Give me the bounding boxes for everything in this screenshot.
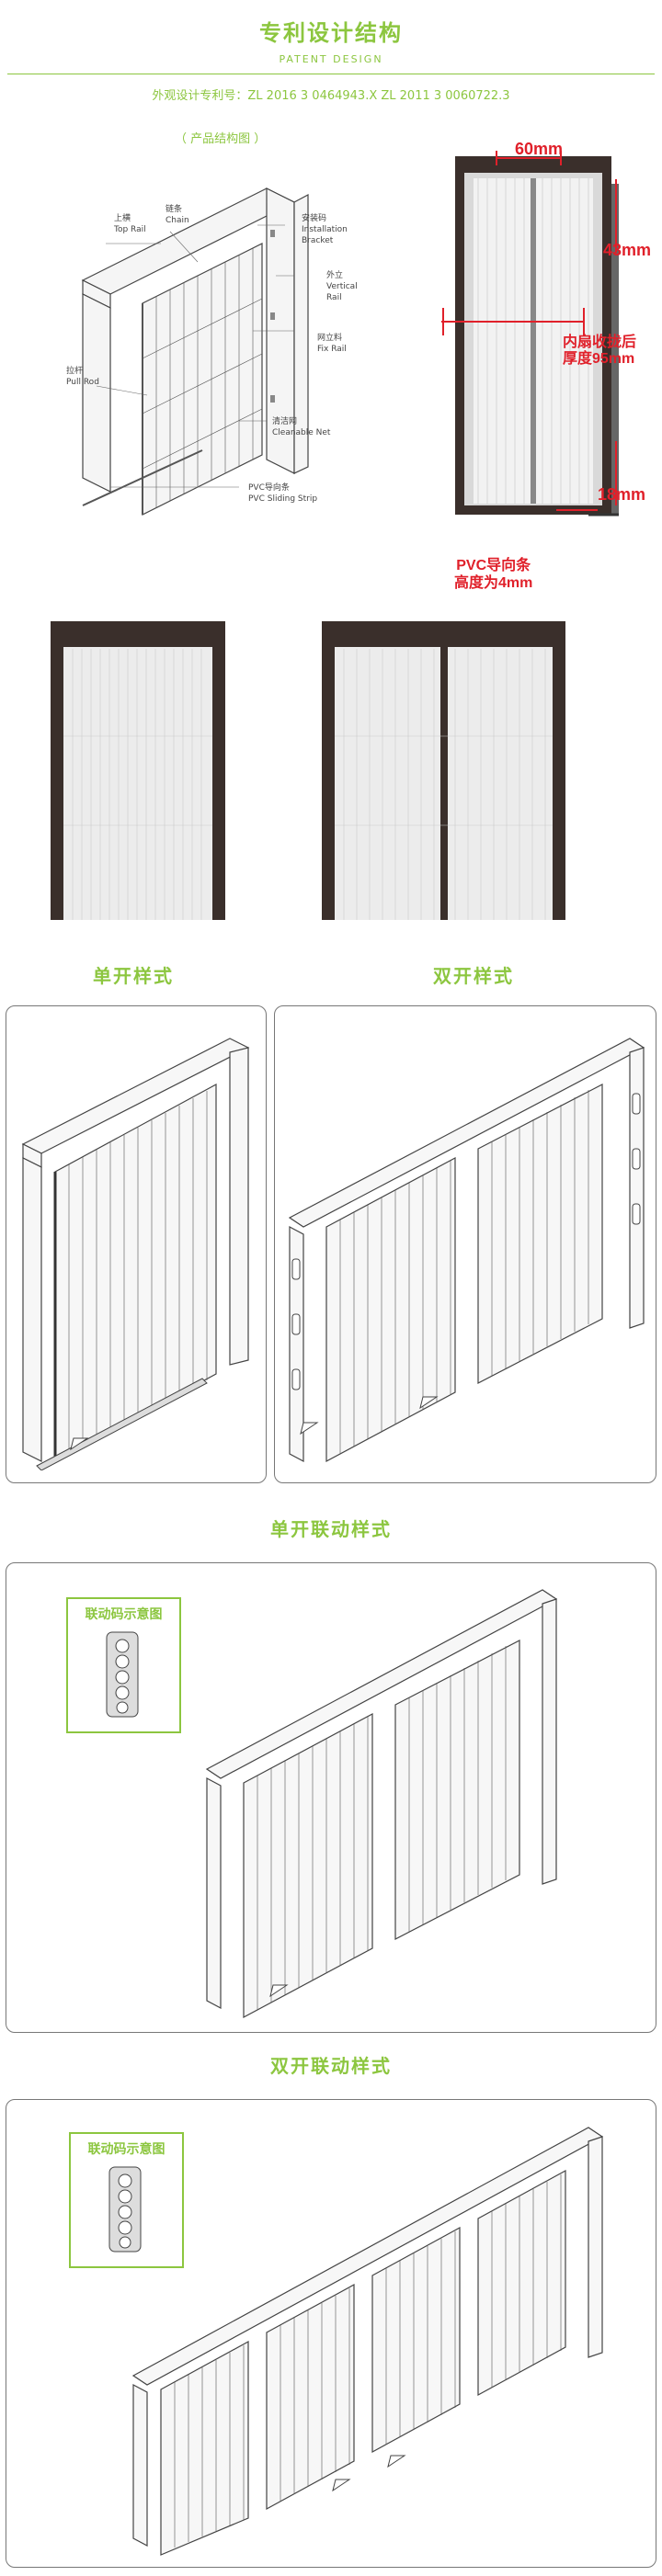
double-style-title: 双开样式: [433, 965, 514, 987]
dim-width: 60mm: [515, 140, 564, 158]
dimension-photo: [441, 151, 619, 516]
linkage-label-2: 联动码示意图: [87, 2142, 166, 2157]
dim-bottom: 18mm: [598, 485, 646, 504]
page-subtitle: PATENT DESIGN: [279, 53, 383, 65]
single-linked-title: 单开联动样式: [270, 1518, 392, 1540]
linkage-part-2: [108, 2166, 142, 2253]
page-title: 专利设计结构: [259, 20, 403, 46]
structure-diagram: [81, 187, 309, 516]
double-style-drawing: [288, 1038, 645, 1463]
linkage-label-1: 联动码示意图: [85, 1607, 163, 1622]
single-linked-drawing: [205, 1589, 558, 2019]
double-linked-title: 双开联动样式: [270, 2055, 392, 2077]
patent-numbers: 外观设计专利号：ZL 2016 3 0464943.X ZL 2011 3 00…: [152, 89, 510, 103]
linkage-diagram-box-1: 联动码示意图: [66, 1597, 181, 1733]
linkage-diagram-box-2: 联动码示意图: [69, 2132, 184, 2268]
single-style-drawing: [21, 1038, 250, 1470]
linkage-part-1: [106, 1631, 139, 1718]
single-style-title: 单开样式: [93, 965, 174, 987]
structure-label: （ 产品结构图 ）: [175, 132, 267, 146]
dim-inner: 内扇收拢后厚度95mm: [563, 335, 637, 367]
double-door-photo: [322, 621, 565, 920]
single-door-photo: [51, 621, 225, 920]
dim-top: 43mm: [603, 241, 652, 259]
double-linked-drawing: [131, 2127, 604, 2556]
dim-pvc: PVC导向条高度为4mm: [454, 558, 533, 591]
